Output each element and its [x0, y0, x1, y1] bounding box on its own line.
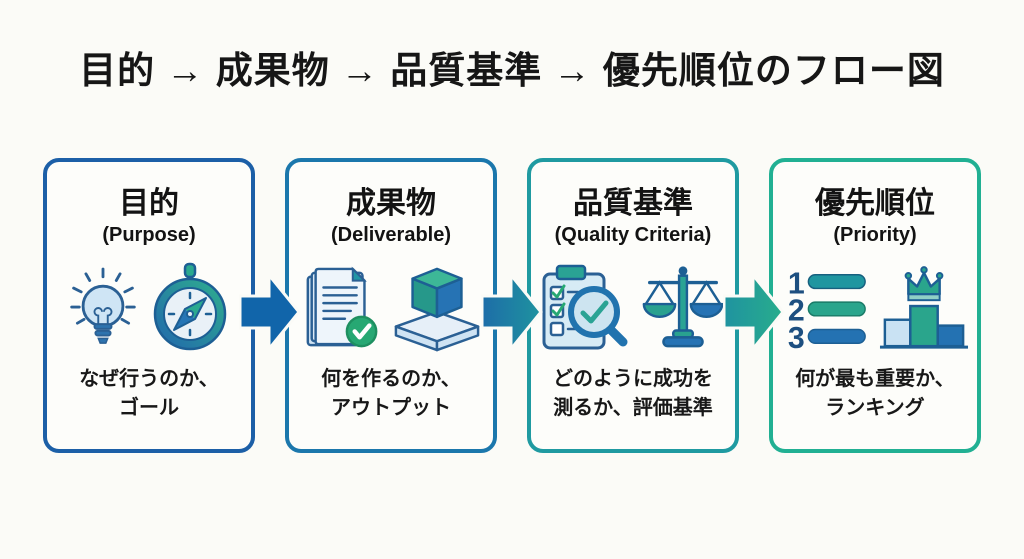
flow-card-quality: 品質基準 (Quality Criteria): [527, 158, 739, 453]
card-description: どのように成功を 測るか、評価基準: [553, 365, 713, 423]
page-title: 目的 → 成果物 → 品質基準 → 優先順位のフロー図: [79, 50, 945, 91]
card-title-jp: 目的: [119, 187, 179, 220]
quality-icons: [538, 259, 728, 357]
lightbulb-icon: [70, 267, 136, 344]
podium-crown-icon: [879, 265, 969, 349]
cube-icon: [394, 267, 480, 351]
card-title-en: (Purpose): [102, 223, 196, 246]
flow-card-priority: 優先順位 (Priority) 1 2 3: [769, 158, 981, 453]
desc-line: どのように成功を: [553, 367, 713, 390]
scales-icon: [642, 265, 724, 347]
rank-number-2: 2: [788, 294, 805, 327]
card-title-en: (Priority): [833, 223, 917, 246]
document-check-icon: [306, 266, 378, 347]
desc-line: なぜ行うのか、: [79, 367, 219, 390]
card-description: なぜ行うのか、 ゴール: [79, 365, 219, 423]
flow-arrow-2: [481, 270, 543, 354]
desc-line: ランキング: [825, 396, 925, 419]
deliverable-icons: [300, 259, 482, 357]
compass-icon: [153, 262, 227, 350]
flow-card-purpose: 目的 (Purpose): [43, 158, 255, 453]
desc-line: 何が最も重要か、: [795, 367, 955, 390]
card-title-jp: 成果物: [346, 187, 436, 220]
card-description: 何を作るのか、 アウトプット: [321, 365, 461, 423]
desc-line: 測るか、評価基準: [553, 396, 713, 419]
priority-icons: 1 2 3: [781, 259, 969, 357]
flow-arrow-1: [239, 270, 301, 354]
flow-card-deliverable: 成果物 (Deliverable): [285, 158, 497, 453]
card-title-jp: 品質基準: [573, 187, 693, 220]
desc-line: 何を作るのか、: [321, 367, 461, 390]
flow-arrow-3: [723, 270, 785, 354]
rank-number-1: 1: [788, 267, 805, 300]
rank-number-3: 3: [788, 322, 805, 352]
card-description: 何が最も重要か、 ランキング: [795, 365, 955, 423]
card-title-jp: 優先順位: [815, 187, 935, 220]
purpose-icons: [66, 259, 232, 357]
card-title-en: (Quality Criteria): [554, 223, 712, 246]
desc-line: ゴール: [118, 396, 179, 419]
flow-row: 目的 (Purpose): [0, 158, 1024, 453]
desc-line: アウトプット: [330, 396, 451, 419]
ranking-list-icon: 1 2 3: [788, 267, 866, 352]
checklist-magnifier-icon: [542, 264, 628, 349]
card-title-en: (Deliverable): [330, 223, 452, 246]
